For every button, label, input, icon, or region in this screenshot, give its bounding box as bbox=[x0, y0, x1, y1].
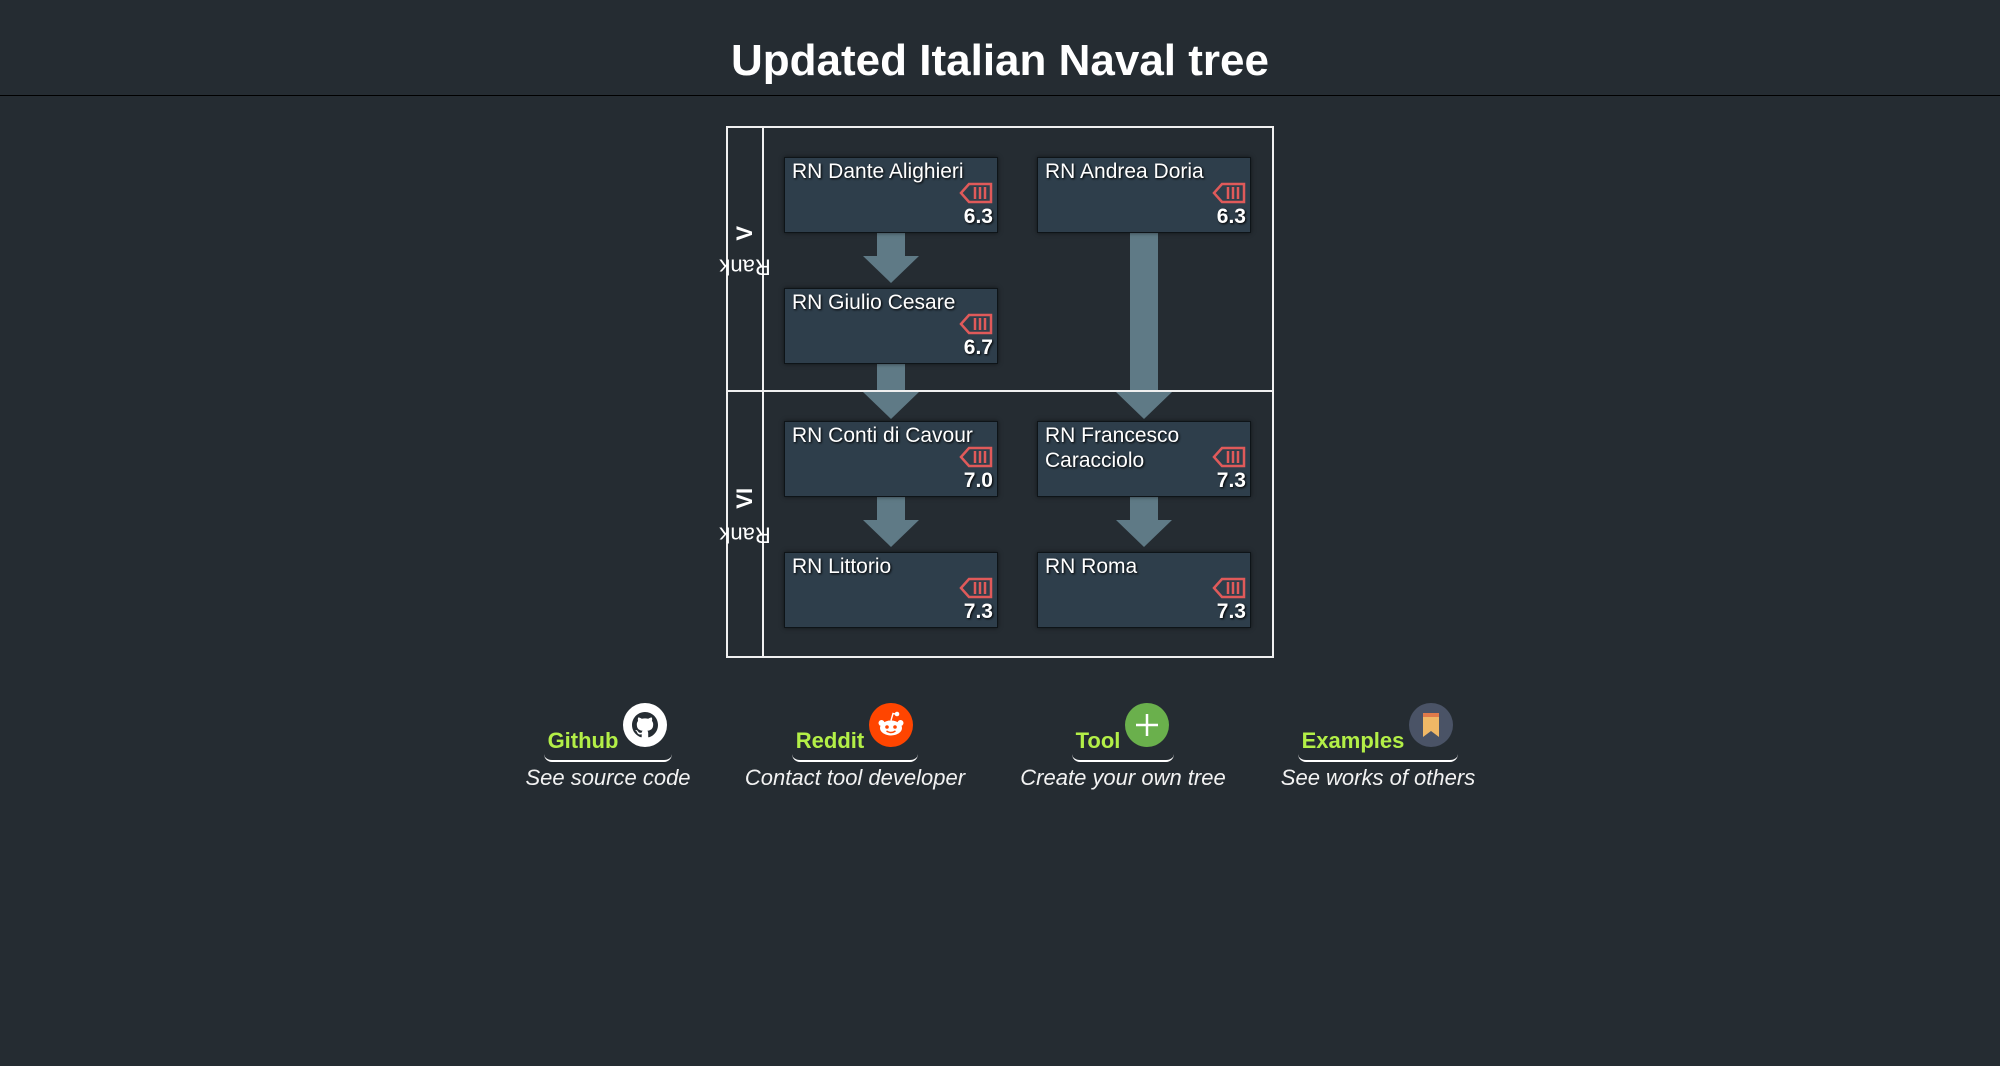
reddit-link[interactable]: Reddit bbox=[791, 700, 919, 762]
arrow-head-icon bbox=[863, 392, 919, 419]
page-title: Updated Italian Naval tree bbox=[731, 36, 1269, 85]
battleship-class-icon bbox=[959, 313, 993, 335]
examples-link-label[interactable]: Examples bbox=[1301, 728, 1405, 753]
vehicle-card-giulio-cesare[interactable]: RN Giulio Cesare 6.7 bbox=[784, 288, 998, 364]
battle-rating: 7.3 bbox=[1216, 600, 1246, 623]
vehicle-card-dante-alighieri[interactable]: RN Dante Alighieri 6.3 bbox=[784, 157, 998, 233]
rank-column-divider bbox=[762, 126, 764, 658]
arrow-head-icon bbox=[863, 256, 919, 283]
battle-rating: 7.3 bbox=[1216, 469, 1246, 492]
tree-frame bbox=[726, 126, 1274, 658]
vehicle-card-littorio[interactable]: RN Littorio 7.3 bbox=[784, 552, 998, 628]
examples-link-description: See works of others bbox=[1280, 765, 1476, 790]
battleship-class-icon bbox=[1212, 446, 1246, 468]
vehicle-name: RN Roma bbox=[1045, 555, 1138, 578]
rank-numeral: V bbox=[732, 225, 758, 241]
battleship-class-icon bbox=[959, 182, 993, 204]
github-link[interactable]: Github bbox=[543, 700, 673, 762]
vehicle-name: RN Conti di Cavour bbox=[792, 424, 973, 447]
battle-rating: 6.7 bbox=[963, 336, 993, 359]
tool-link-description: Create your own tree bbox=[1020, 765, 1226, 790]
reddit-link-label[interactable]: Reddit bbox=[795, 728, 865, 753]
vehicle-card-francesco-caracciolo[interactable]: RN Francesco Caracciolo 7.3 bbox=[1037, 421, 1251, 497]
github-link-label[interactable]: Github bbox=[547, 728, 619, 753]
footer-links: Github See source code Reddit Contact to… bbox=[0, 700, 2000, 800]
rank-label-v: Rank V bbox=[719, 128, 770, 390]
battle-rating: 7.3 bbox=[963, 600, 993, 623]
connector-caracciolo-to-roma bbox=[1130, 496, 1158, 522]
link-block-examples: Examples See works of others bbox=[1268, 700, 1488, 792]
battleship-class-icon bbox=[959, 446, 993, 468]
connector-cavour-to-littorio bbox=[877, 496, 905, 522]
battleship-class-icon bbox=[1212, 182, 1246, 204]
github-icon[interactable] bbox=[622, 702, 668, 748]
reddit-link-description: Contact tool developer bbox=[744, 765, 966, 790]
page-header: Updated Italian Naval tree bbox=[0, 0, 2000, 96]
plus-icon[interactable] bbox=[1124, 702, 1170, 748]
arrow-head-icon bbox=[1116, 392, 1172, 419]
arrow-head-icon bbox=[1116, 520, 1172, 547]
vehicle-card-roma[interactable]: RN Roma 7.3 bbox=[1037, 552, 1251, 628]
rank-label-vi: Rank VI bbox=[719, 392, 770, 656]
research-tree: Rank V Rank VI RN Dante Alighieri 6.3 RN… bbox=[719, 126, 1274, 658]
connector-dante-to-cesare bbox=[877, 232, 905, 258]
tool-link-label[interactable]: Tool bbox=[1075, 728, 1121, 753]
connector-doria-to-caracciolo bbox=[1130, 232, 1158, 390]
vehicle-name: RN Andrea Doria bbox=[1045, 160, 1204, 183]
rank-prefix: Rank bbox=[719, 254, 771, 280]
examples-link[interactable]: Examples bbox=[1297, 700, 1459, 762]
connector-cesare-to-cavour bbox=[877, 363, 905, 390]
battle-rating: 6.3 bbox=[1216, 205, 1246, 228]
rank-row-divider bbox=[726, 390, 1274, 392]
tool-link[interactable]: Tool bbox=[1071, 700, 1175, 762]
link-block-reddit: Reddit Contact tool developer bbox=[740, 700, 970, 792]
vehicle-name: RN Littorio bbox=[792, 555, 892, 578]
reddit-icon[interactable] bbox=[868, 702, 914, 748]
vehicle-name: RN Dante Alighieri bbox=[792, 160, 964, 183]
bookmark-icon[interactable] bbox=[1408, 702, 1454, 748]
link-block-tool: Tool Create your own tree bbox=[1008, 700, 1238, 792]
rank-numeral: VI bbox=[732, 487, 757, 509]
vehicle-name: RN Giulio Cesare bbox=[792, 291, 956, 314]
vehicle-name: RN Francesco Caracciolo bbox=[1045, 424, 1180, 472]
link-block-github: Github See source code bbox=[508, 700, 708, 792]
vehicle-card-conti-di-cavour[interactable]: RN Conti di Cavour 7.0 bbox=[784, 421, 998, 497]
github-link-description: See source code bbox=[525, 765, 691, 790]
battleship-class-icon bbox=[1212, 577, 1246, 599]
rank-prefix: Rank bbox=[719, 522, 771, 548]
vehicle-card-andrea-doria[interactable]: RN Andrea Doria 6.3 bbox=[1037, 157, 1251, 233]
battle-rating: 6.3 bbox=[963, 205, 993, 228]
arrow-head-icon bbox=[863, 520, 919, 547]
battle-rating: 7.0 bbox=[963, 469, 993, 492]
battleship-class-icon bbox=[959, 577, 993, 599]
